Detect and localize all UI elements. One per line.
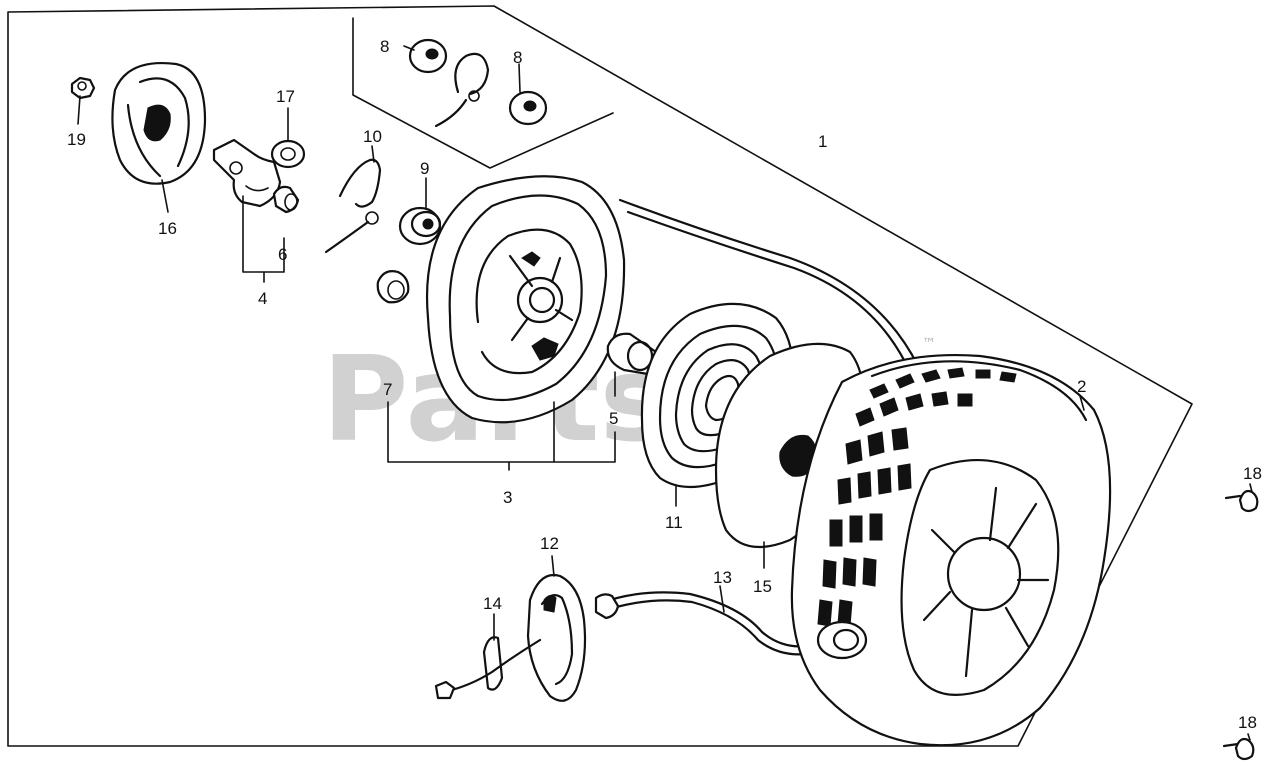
part-13-starter-rope (594, 198, 920, 656)
part-9-guide (398, 177, 442, 246)
label-part-10: 10 (363, 127, 382, 146)
part-labels: 1 2 3 4 5 6 7 8 8 9 10 11 12 13 14 15 16… (67, 37, 1262, 732)
part-6-pin (272, 185, 300, 214)
label-part-18-top: 18 (1243, 464, 1262, 483)
label-part-2: 2 (1077, 377, 1086, 396)
label-part-12: 12 (540, 534, 559, 553)
case-vent-slots (817, 367, 1017, 627)
label-part-7: 7 (383, 380, 392, 399)
label-part-18-bottom: 18 (1238, 713, 1257, 732)
label-part-3: 3 (503, 488, 512, 507)
label-part-11: 11 (665, 513, 683, 532)
label-part-5: 5 (609, 409, 618, 428)
label-part-1: 1 (818, 132, 827, 151)
label-part-13: 13 (713, 568, 732, 587)
part-8-washers (403, 38, 548, 128)
part-16-cover (111, 62, 207, 213)
part-10-spring-clip (324, 145, 382, 254)
label-part-4: 4 (258, 289, 267, 308)
label-part-14: 14 (483, 594, 502, 613)
part-12-starter-grip (526, 555, 587, 702)
watermark-trademark: ™ (922, 336, 936, 352)
part-18-bolts (1222, 483, 1259, 761)
label-part-8-right: 8 (513, 48, 522, 67)
part-17-collar (270, 107, 306, 169)
label-part-17: 17 (276, 87, 295, 106)
label-part-15: 15 (753, 577, 772, 596)
part-2-starter-case (790, 353, 1112, 747)
label-part-19: 19 (67, 130, 86, 149)
label-part-16: 16 (158, 219, 177, 238)
part-14-grip-insert (434, 613, 542, 700)
part-19-nut (70, 76, 96, 125)
label-part-8-top: 8 (380, 37, 389, 56)
assembly-outline (7, 5, 1193, 747)
label-part-9: 9 (420, 159, 429, 178)
label-part-6: 6 (278, 245, 287, 264)
part-3-reel (387, 175, 626, 471)
part-7-bushing (376, 270, 410, 304)
part-4-ratchet-plate (212, 138, 285, 283)
